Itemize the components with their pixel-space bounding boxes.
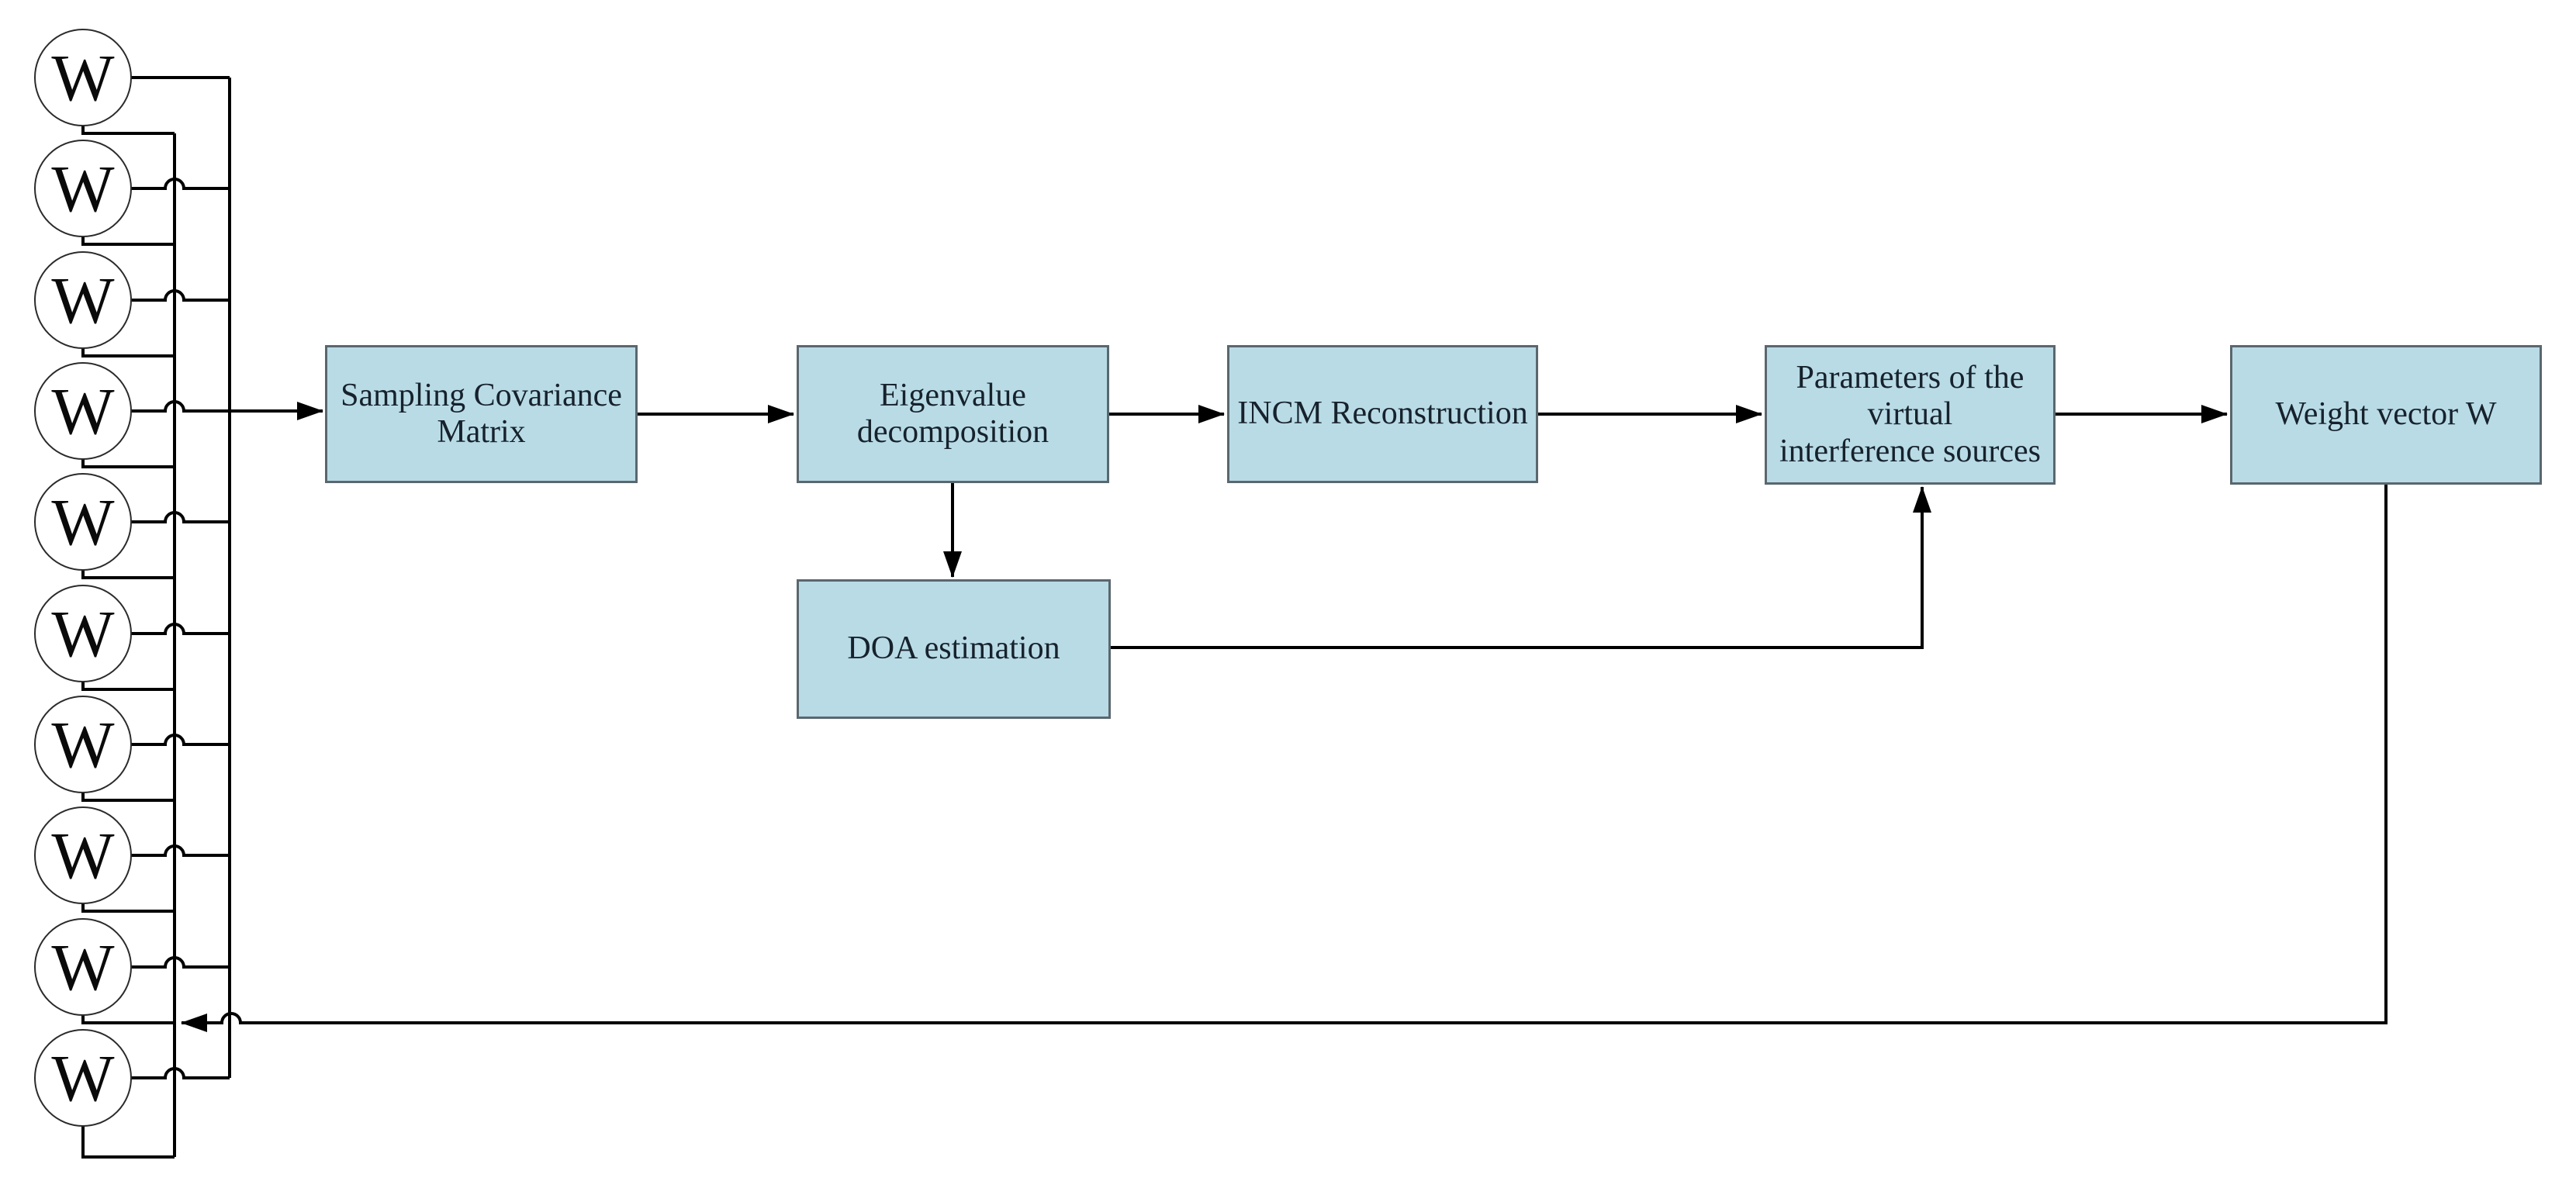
doa-to-params-arrow (1111, 486, 1931, 649)
antenna-element-10: W (34, 1029, 132, 1127)
antenna-element-3: W (34, 251, 132, 349)
block-label-line: Weight vector W (2275, 396, 2497, 433)
block-incm-reconstruction: INCM Reconstruction (1227, 345, 1538, 483)
antenna-element-2: W (34, 140, 132, 237)
antenna-element-label: W (51, 930, 115, 1004)
antenna-output-wire-2 (124, 178, 230, 190)
antenna-element-6: W (34, 585, 132, 682)
antenna-element-label: W (51, 263, 115, 337)
antenna-element-label: W (51, 151, 115, 226)
antenna-element-5: W (34, 473, 132, 571)
block-virtual-interference-parameters: Parameters of the virtual interference s… (1765, 345, 2056, 485)
weight-feedback-arrow (181, 485, 2388, 1032)
antenna-element-8: W (34, 806, 132, 904)
block-sampling-covariance-matrix: Sampling Covariance Matrix (325, 345, 638, 483)
block-eigenvalue-decomposition: Eigenvalue decomposition (797, 345, 1109, 483)
antenna-element-label: W (51, 1041, 115, 1115)
block-weight-vector: Weight vector W (2230, 345, 2542, 485)
antenna-output-wire-4 (124, 400, 230, 413)
antenna-element-9: W (34, 918, 132, 1016)
antenna-element-7: W (34, 696, 132, 793)
block-label-line: Eigenvalue (880, 377, 1026, 413)
block-label-line: Sampling Covariance (341, 377, 622, 413)
antenna-element-label: W (51, 40, 115, 115)
block-label-line: Matrix (437, 414, 526, 450)
antenna-weight-wire-10 (81, 1117, 175, 1159)
antenna-output-wire-5 (124, 511, 230, 523)
antenna-output-wire-8 (124, 844, 230, 857)
antenna-output-wire-9 (124, 956, 230, 969)
block-label-line: decomposition (856, 414, 1049, 450)
antenna-element-label: W (51, 707, 115, 782)
block-label-line: INCM Reconstruction (1237, 395, 1528, 432)
antenna-output-wire-3 (124, 289, 230, 302)
antenna-output-wire-7 (124, 734, 230, 746)
antenna-element-label: W (51, 818, 115, 893)
antenna-output-wire-10 (124, 1067, 230, 1079)
block-label-line: Parameters of the (1796, 360, 2024, 396)
block-doa-estimation: DOA estimation (797, 579, 1111, 719)
antenna-output-wire-6 (124, 623, 230, 635)
antenna-element-1: W (34, 29, 132, 126)
antenna-element-4: W (34, 362, 132, 460)
antenna-element-label: W (51, 596, 115, 671)
antenna-element-label: W (51, 485, 115, 559)
block-label-line: DOA estimation (847, 630, 1060, 667)
block-label-line: virtual (1867, 396, 1953, 433)
block-label-line: interference sources (1779, 433, 2041, 469)
antenna-element-label: W (51, 374, 115, 448)
